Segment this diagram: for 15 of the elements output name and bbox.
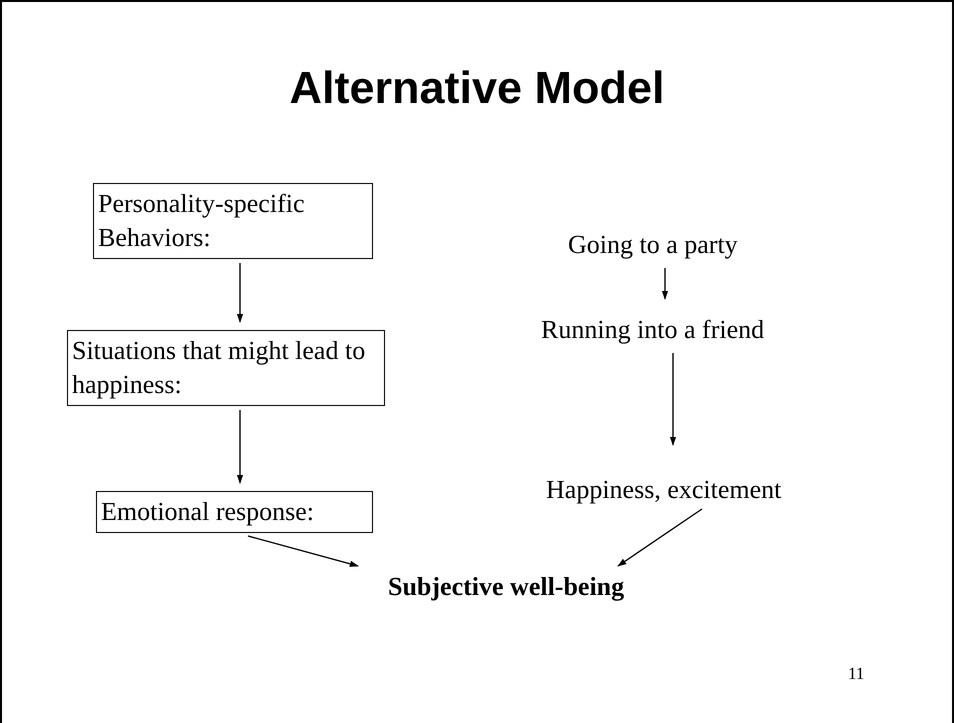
arrow — [236, 263, 244, 323]
node-label: Subjective well-being — [388, 572, 624, 601]
process-box: Situations that might lead to happiness: — [67, 330, 385, 406]
page-number: 11 — [848, 664, 864, 684]
node-label: Going to a party — [568, 230, 738, 259]
arrow — [670, 353, 676, 446]
arrow — [248, 535, 359, 567]
process-box: Personality-specific Behaviors: — [93, 183, 373, 259]
node-label: Running into a friend — [541, 315, 764, 344]
arrow — [236, 410, 244, 484]
slide-title: Alternative Model — [288, 62, 666, 114]
process-box: Emotional response: — [96, 491, 373, 533]
arrow — [662, 268, 668, 300]
node-label: Happiness, excitement — [546, 475, 782, 504]
arrow — [617, 508, 702, 567]
